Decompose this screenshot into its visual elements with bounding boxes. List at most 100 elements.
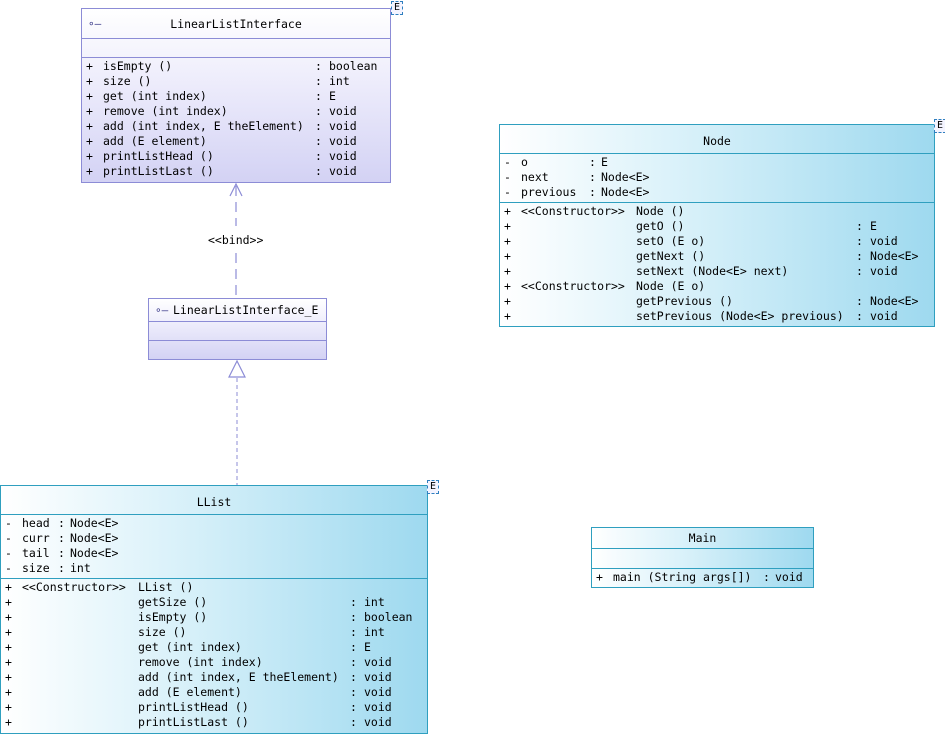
type-parameter-badge: E [390, 1, 403, 15]
stereotype [22, 685, 138, 700]
method[interactable]: +getSize ():int [1, 595, 412, 610]
visibility-marker: + [504, 249, 511, 263]
type-separator: : [350, 655, 357, 669]
method[interactable]: +isEmpty ():boolean [82, 59, 377, 74]
attribute[interactable]: -size:int [1, 561, 118, 576]
method-name: remove (int index) [138, 655, 263, 669]
class-name: LinearListInterface [170, 17, 302, 31]
type-separator: : [58, 561, 65, 575]
method-type: void [775, 570, 803, 584]
attribute[interactable]: -previous:Node<E> [500, 185, 649, 200]
class-name: LList [196, 495, 232, 509]
method[interactable]: + <<Constructor>> LList () [1, 580, 412, 595]
stereotype [521, 219, 636, 234]
method-type: boolean [329, 59, 378, 73]
attribute[interactable]: -head:Node<E> [1, 516, 118, 531]
method-type: void [364, 700, 392, 714]
method[interactable]: +main (String args[]):void [592, 570, 803, 585]
class-name: LinearListInterface_E [173, 303, 319, 317]
type-separator: : [763, 570, 770, 584]
type-separator: : [350, 715, 357, 729]
attribute-type: Node<E> [70, 546, 119, 560]
method-name: Node () [636, 204, 685, 218]
method[interactable]: +remove (int index):void [1, 655, 412, 670]
method-name: size () [138, 625, 187, 639]
visibility-marker: + [504, 234, 511, 248]
stereotype [22, 655, 138, 670]
method[interactable]: +add (int index, E theElement):void [1, 670, 412, 685]
class-main[interactable]: Main +main (String args[]):void [591, 527, 814, 588]
method[interactable]: +getPrevious ():Node<E> [500, 294, 918, 309]
method-name: setO (E o) [636, 234, 706, 248]
method-name: add (int index, E theElement) [138, 670, 339, 684]
stereotype: <<Constructor>> [22, 580, 126, 594]
method[interactable]: +size ():int [82, 74, 377, 89]
type-separator: : [589, 185, 596, 199]
class-node[interactable]: Node E -o:E-next:Node<E>-previous:Node<E… [499, 119, 945, 327]
method-compartment: +<<Constructor>>LList ()+getSize ():int+… [1, 579, 427, 730]
method[interactable]: +setPrevious (Node<E> previous):void [500, 309, 918, 324]
visibility-marker: + [86, 134, 93, 148]
method[interactable]: +get (int index):E [82, 89, 377, 104]
method-type: Node<E> [870, 249, 919, 263]
type-parameter-badge: E [933, 119, 945, 133]
stereotype [22, 640, 138, 655]
type-separator: : [58, 531, 65, 545]
method-list: +<<Constructor>>Node ()+getO ():E+setO (… [500, 204, 918, 324]
method-type: void [329, 149, 357, 163]
method[interactable]: +<<Constructor>>Node (E o) [500, 279, 918, 294]
method-compartment: +isEmpty ():boolean+size ():int+get (int… [82, 58, 390, 179]
stereotype [22, 625, 138, 640]
attribute[interactable]: -curr:Node<E> [1, 531, 118, 546]
visibility-marker: + [5, 580, 12, 594]
type-separator: : [589, 155, 596, 169]
method-type: int [364, 595, 385, 609]
method-name: LList () [138, 580, 194, 594]
method[interactable]: +<<Constructor>>Node () [500, 204, 918, 219]
method-type: void [329, 164, 357, 178]
method[interactable]: +add (E element):void [1, 685, 412, 700]
method-name: getSize () [138, 595, 208, 609]
attribute-name: curr [22, 531, 50, 545]
stereotype [521, 294, 636, 309]
method-type [364, 580, 412, 595]
method[interactable]: +isEmpty ():boolean [1, 610, 412, 625]
method-type: void [329, 119, 357, 133]
method-type: E [329, 89, 336, 103]
method-type: void [870, 309, 898, 323]
attribute[interactable]: -o:E [500, 155, 649, 170]
method-type: void [329, 134, 357, 148]
stereotype [22, 700, 138, 715]
method[interactable]: +setNext (Node<E> next):void [500, 264, 918, 279]
method[interactable]: +remove (int index):void [82, 104, 377, 119]
type-separator: : [350, 610, 357, 624]
visibility-marker: + [504, 204, 511, 218]
method-name: setPrevious (Node<E> previous) [636, 309, 844, 323]
type-separator: : [856, 219, 863, 233]
type-separator: : [856, 294, 863, 308]
method[interactable]: +add (E element):void [82, 134, 377, 149]
attribute-type: int [70, 561, 91, 575]
method-name: setNext (Node<E> next) [636, 264, 789, 278]
attribute[interactable]: -next:Node<E> [500, 170, 649, 185]
method[interactable]: +printListLast ():void [1, 715, 412, 730]
method[interactable]: +getO ():E [500, 219, 918, 234]
method[interactable]: +printListHead ():void [82, 149, 377, 164]
type-separator: : [350, 625, 357, 639]
method[interactable]: +size ():int [1, 625, 412, 640]
method[interactable]: +getNext ():Node<E> [500, 249, 918, 264]
class-llist[interactable]: LList E -head:Node<E>-curr:Node<E>-tail:… [0, 480, 439, 734]
attribute-type: E [601, 155, 608, 169]
visibility-marker: - [504, 155, 511, 169]
method[interactable]: +add (int index, E theElement):void [82, 119, 377, 134]
attribute[interactable]: -tail:Node<E> [1, 546, 118, 561]
method[interactable]: +printListLast ():void [82, 164, 377, 179]
method[interactable]: +get (int index):E [1, 640, 412, 655]
visibility-marker: + [504, 279, 511, 293]
type-separator: : [58, 546, 65, 560]
bound-interface-linear-list-e[interactable]: ∘– LinearListInterface_E [148, 298, 327, 360]
method-type [870, 204, 918, 219]
interface-linear-list[interactable]: ∘– LinearListInterface E +isEmpty ():boo… [81, 1, 403, 183]
method[interactable]: +setO (E o):void [500, 234, 918, 249]
method[interactable]: +printListHead ():void [1, 700, 412, 715]
